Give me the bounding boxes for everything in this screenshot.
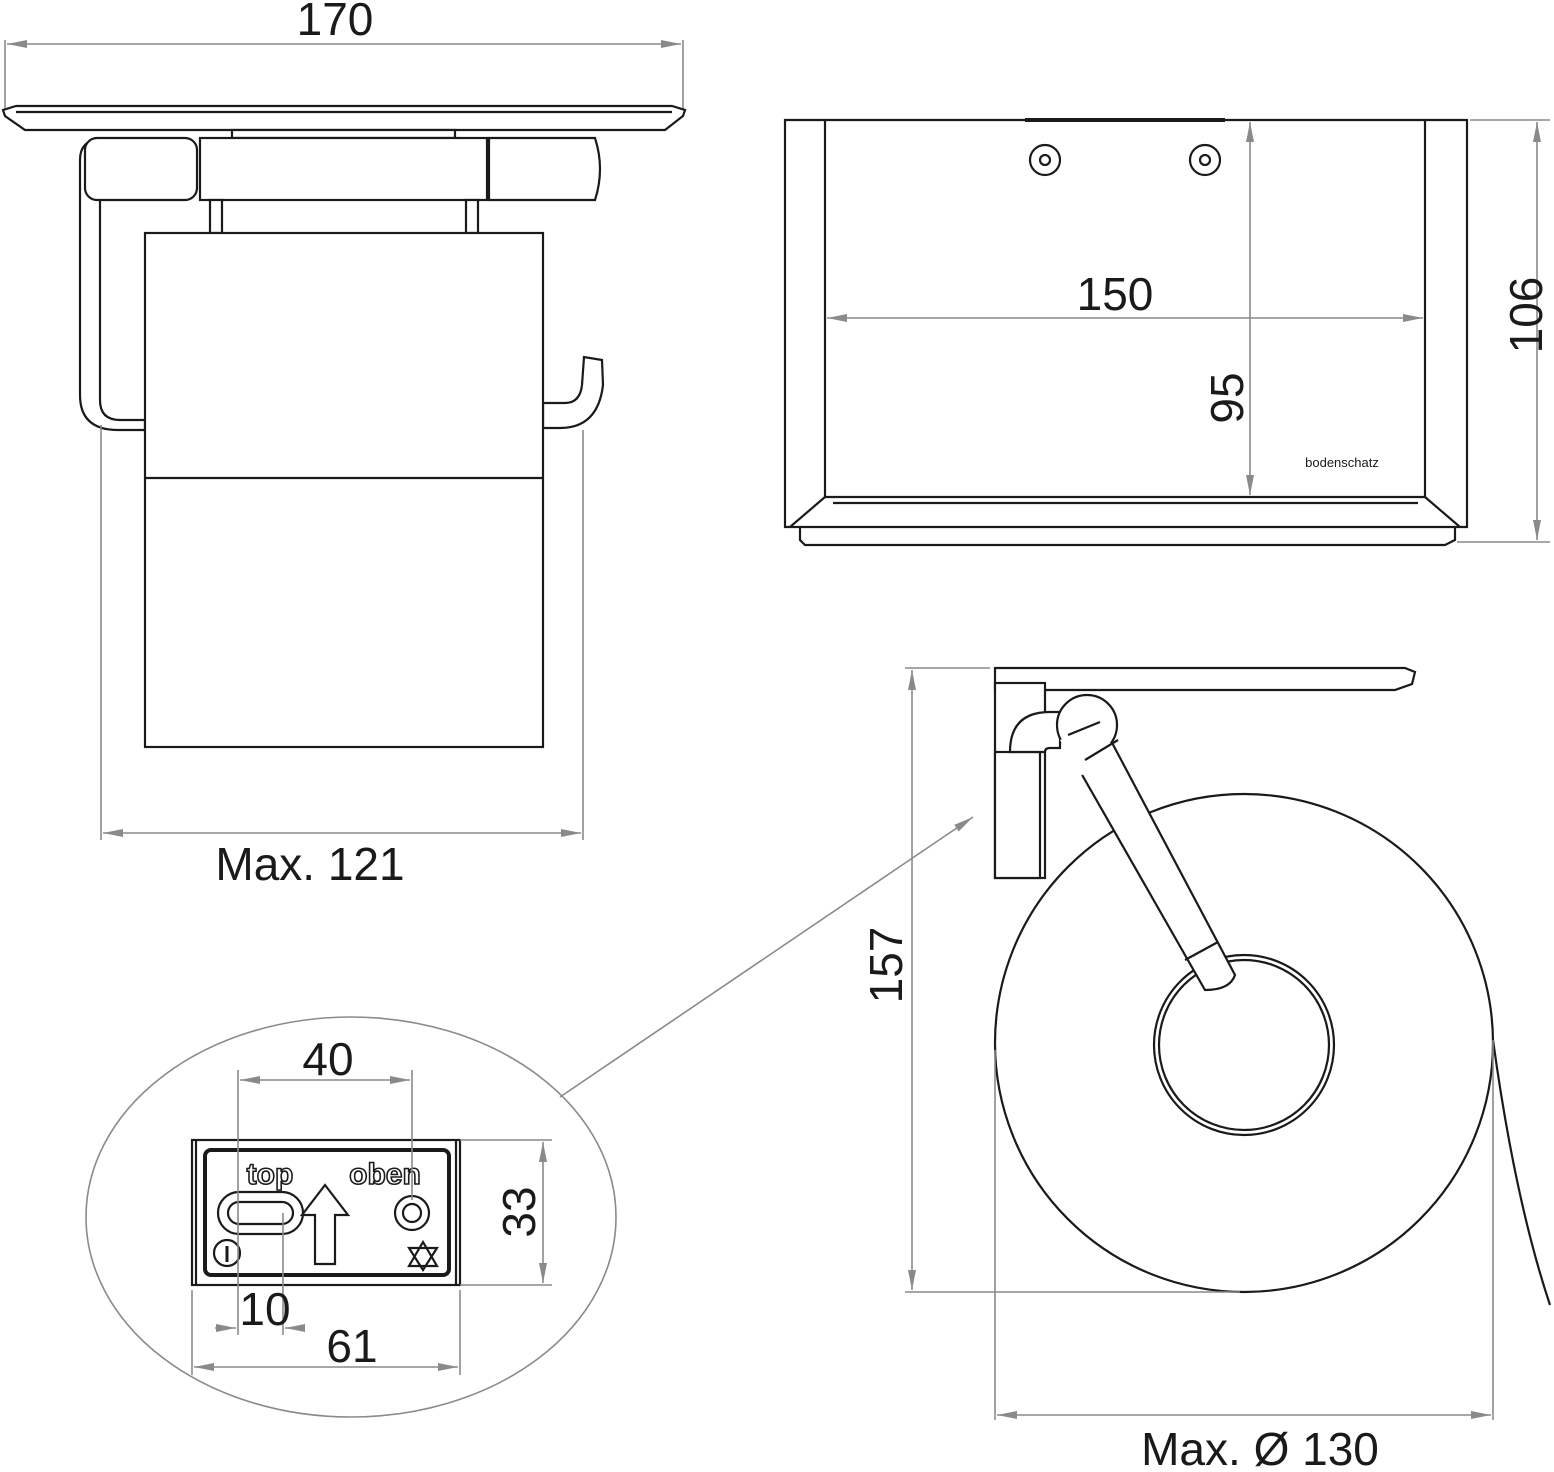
dim-33: 33 <box>493 1186 545 1237</box>
shelf <box>1 104 687 132</box>
right-hook <box>541 355 605 430</box>
dim-40: 40 <box>302 1033 353 1085</box>
label-oben: oben <box>349 1158 421 1191</box>
roll-outer <box>993 792 1495 1294</box>
back-view: 150 95 106 bodenschatz <box>783 118 1552 547</box>
brand-logo: bodenschatz <box>1305 455 1379 470</box>
dim-61: 61 <box>326 1320 377 1372</box>
dim-max-121: Max. 121 <box>215 838 404 890</box>
dim-max-diameter-130: Max. Ø 130 <box>1141 1423 1379 1472</box>
dim-106: 106 <box>1500 277 1552 354</box>
dim-95: 95 <box>1201 372 1253 423</box>
mounting-plate-detail: top oben 40 33 10 61 <box>85 816 974 1418</box>
recycle-icon <box>406 1239 440 1273</box>
up-arrow-icon <box>299 1183 351 1266</box>
dim-150: 150 <box>1077 268 1154 320</box>
label-top: top <box>247 1158 294 1191</box>
side-view: 157 Max. Ø 130 <box>860 666 1552 1472</box>
left-hook <box>78 138 147 432</box>
info-arrow-icon <box>212 1238 242 1268</box>
front-view: 170 Max. 121 <box>1 0 687 890</box>
dim-157: 157 <box>860 927 912 1004</box>
paper-roll <box>143 231 545 749</box>
dim-10: 10 <box>239 1283 290 1335</box>
dim-170: 170 <box>297 0 374 45</box>
